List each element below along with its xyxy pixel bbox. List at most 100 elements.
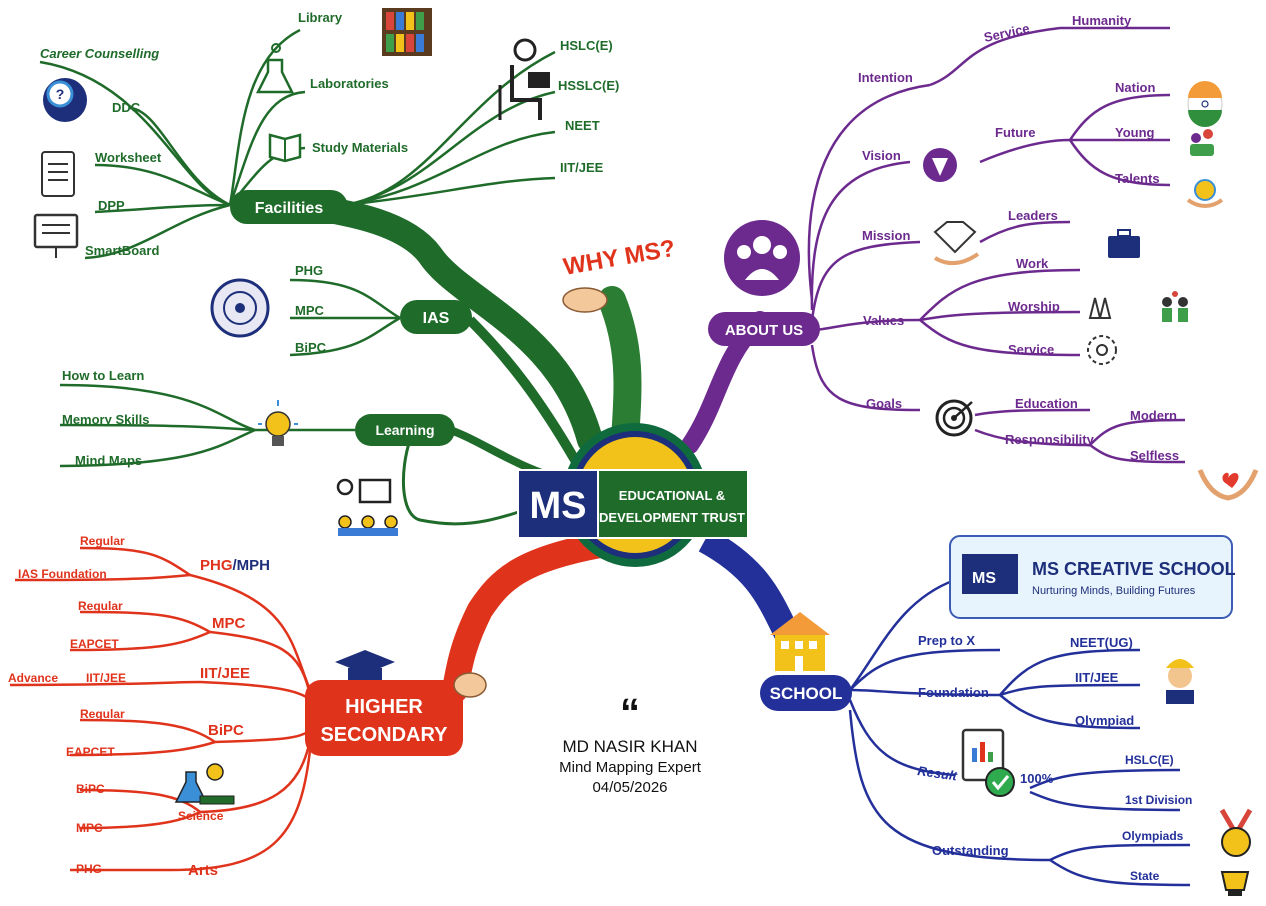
- work-label: Work: [1016, 256, 1049, 271]
- diamond-hand-icon: [933, 221, 980, 266]
- service-label: Service: [1008, 342, 1054, 357]
- learning-pill[interactable]: Learning: [355, 414, 455, 446]
- hs-bipc-label: BiPC: [208, 722, 244, 739]
- flask-icon: [255, 43, 295, 94]
- team-people-icon: [1162, 291, 1188, 322]
- service-top-label: Service: [983, 21, 1031, 45]
- worship-label: Worship: [1008, 299, 1060, 314]
- smartboard-icon: [33, 213, 79, 258]
- vision-heart-icon: [923, 148, 957, 182]
- hub-title-box: [597, 469, 749, 539]
- service-gear-icon: [1087, 335, 1117, 365]
- youth-group-icon: [1190, 129, 1214, 156]
- author-role: Mind Mapping Expert: [559, 759, 702, 776]
- pointing-hand-icon: [562, 287, 608, 313]
- praying-hands-icon: [1088, 297, 1112, 319]
- worksheet-label: Worksheet: [95, 150, 162, 165]
- author-name: MD NASIR KHAN: [562, 737, 697, 756]
- school-building-icon: [770, 612, 830, 671]
- higher-title-1: HIGHER: [345, 696, 423, 718]
- student-desk-icon: [498, 38, 550, 120]
- arts-phg-label: PHG: [76, 862, 102, 876]
- school-banner[interactable]: MS MS CREATIVE SCHOOL Nurturing Minds, B…: [949, 535, 1236, 619]
- leaders-label: Leaders: [1008, 208, 1058, 223]
- medal-icon: [1219, 808, 1253, 857]
- red-branches: [9, 546, 312, 872]
- iitjee-label: IIT/JEE: [560, 160, 604, 175]
- blue-branches: [848, 578, 1191, 887]
- school-title: SCHOOL: [770, 684, 843, 703]
- about-us-icon: [724, 220, 800, 296]
- about-us-title: ABOUT US: [725, 322, 803, 339]
- laboratories-label: Laboratories: [310, 76, 389, 91]
- school-pill[interactable]: SCHOOL: [760, 675, 852, 711]
- olympiad-label: Olympiad: [1075, 713, 1134, 728]
- talents-label: Talents: [1115, 171, 1160, 186]
- hs-mpc-label: MPC: [212, 615, 246, 632]
- ias-emblem-icon: [210, 278, 270, 338]
- outstanding-label: Outstanding: [932, 843, 1009, 858]
- how-to-learn-label: How to Learn: [62, 368, 144, 383]
- head-question-icon: ?: [43, 78, 87, 122]
- future-label: Future: [995, 125, 1035, 140]
- school-iitjee-label: IIT/JEE: [1075, 670, 1119, 685]
- vision-label: Vision: [862, 148, 901, 163]
- about-us-pill[interactable]: ABOUT US: [708, 312, 820, 346]
- ias-title: IAS: [423, 310, 450, 327]
- mind-maps-label: Mind Maps: [75, 453, 142, 468]
- talent-hands-icon: [1186, 179, 1224, 208]
- eapcet-1-label: EAPCET: [70, 637, 119, 651]
- dpp-label: DPP: [98, 198, 125, 213]
- hslc-label: HSLC(E): [560, 38, 613, 53]
- briefcase-icon: [1108, 229, 1140, 258]
- hub-title-line2: DEVELOPMENT TRUST: [599, 510, 745, 525]
- book-icon: [268, 133, 302, 163]
- target-icon: [935, 399, 973, 437]
- nation-label: Nation: [1115, 80, 1156, 95]
- school-banner-logo: [962, 554, 1018, 594]
- hsslc-label: HSSLC(E): [558, 78, 619, 93]
- school-banner-subtitle: Nurturing Minds, Building Futures: [1032, 585, 1196, 597]
- facilities-pill[interactable]: Facilities: [230, 190, 348, 224]
- humanity-label: Humanity: [1072, 13, 1132, 28]
- regular-2-label: Regular: [78, 599, 123, 613]
- sci-bipc-label: BiPC: [76, 782, 105, 796]
- library-label: Library: [298, 10, 343, 25]
- hs-iitjee-label: IIT/JEE: [200, 665, 250, 682]
- advance-label: Advance: [8, 671, 58, 685]
- hub-ms-text: MS: [530, 485, 587, 527]
- phg-mph-label: PHG/MPH: [200, 557, 270, 574]
- ias-pill[interactable]: IAS: [400, 300, 472, 334]
- author-block: “ MD NASIR KHAN Mind Mapping Expert 04/0…: [559, 691, 702, 796]
- ias-mpc-label: MPC: [295, 303, 325, 318]
- intention-label: Intention: [858, 70, 913, 85]
- career-counselling-label: Career Counselling: [40, 46, 159, 61]
- study-materials-label: Study Materials: [312, 140, 408, 155]
- green-branches: [39, 28, 556, 468]
- bulb-icon: [258, 400, 298, 446]
- hub-ms-box: [517, 469, 599, 539]
- quote-mark: “: [620, 691, 640, 735]
- library-shelf-icon: [382, 8, 432, 56]
- result-label: Result: [917, 763, 959, 783]
- iitjee-sub-label: IIT/JEE: [86, 671, 126, 685]
- result-report-icon: [961, 728, 1015, 797]
- modern-label: Modern: [1130, 408, 1177, 423]
- higher-secondary-pill[interactable]: HIGHER SECONDARY: [305, 680, 463, 756]
- ias-phg-label: PHG: [295, 263, 323, 278]
- school-banner-title: MS CREATIVE SCHOOL: [1032, 559, 1236, 579]
- arts-label: Arts: [188, 862, 218, 879]
- learning-title: Learning: [375, 422, 434, 438]
- trophy-icon: [1220, 871, 1250, 896]
- trunks: [287, 192, 802, 703]
- mission-label: Mission: [862, 228, 910, 243]
- eapcet-2-label: EAPCET: [66, 745, 115, 759]
- hub-title-line1: EDUCATIONAL &: [619, 488, 725, 503]
- engineer-icon: [1166, 659, 1194, 704]
- center-hub: MS EDUCATIONAL & DEVELOPMENT TRUST: [517, 423, 749, 567]
- author-date: 04/05/2026: [592, 779, 667, 796]
- science-label: Science: [178, 809, 224, 823]
- responsibility-label: Responsibility: [1005, 432, 1095, 447]
- result-hslc-label: HSLC(E): [1125, 753, 1174, 767]
